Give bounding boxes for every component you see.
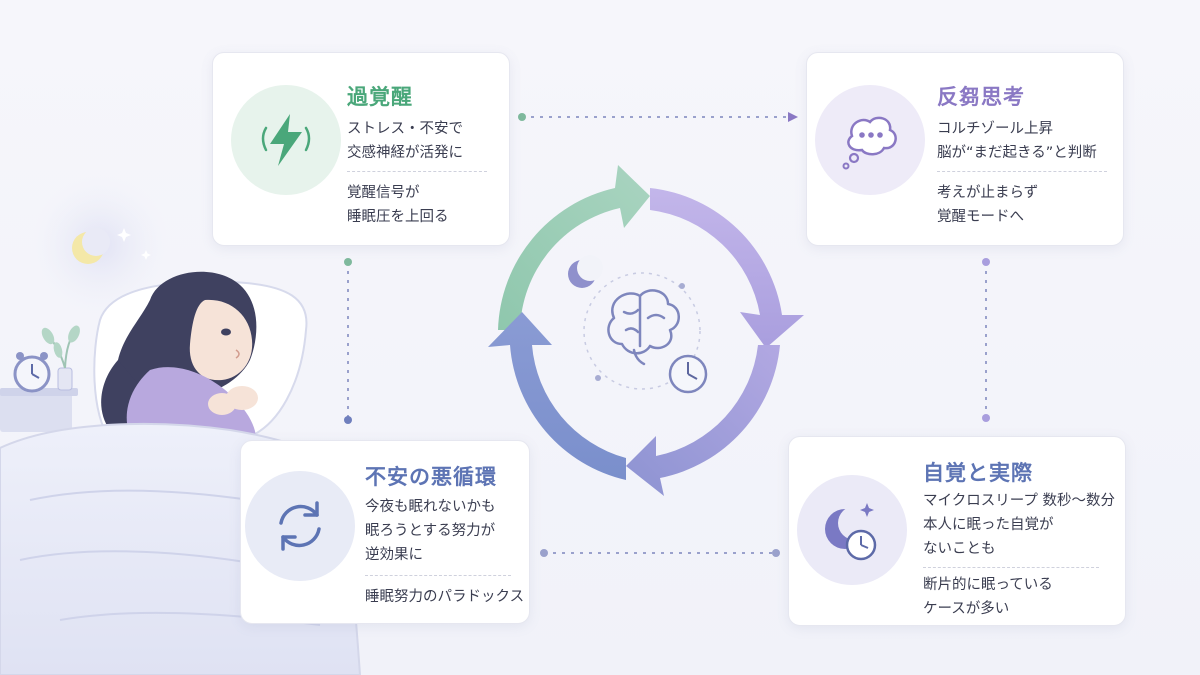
card-divider — [365, 575, 511, 576]
connector-dot — [982, 258, 990, 422]
card-line: 眠ろうとする努力が — [365, 523, 496, 539]
cycle-arrow-lavender — [626, 345, 780, 496]
cycle-arrow-green — [498, 165, 650, 330]
card-title: 自覚と実際 — [923, 461, 1033, 485]
lightning-bolt-icon — [231, 85, 341, 195]
brain-icon — [607, 289, 680, 366]
thought-bubble-icon — [815, 85, 925, 195]
card-note: 覚醒信号が 睡眠圧を上回る — [347, 181, 449, 229]
card-line: 覚醒信号が — [347, 185, 420, 201]
card-description: マイクロスリープ 数秒〜数分 本人に眠った自覚が ないことも — [923, 489, 1115, 561]
card-line: 睡眠努力のパラドックス — [365, 589, 525, 605]
card-line: 交感神経が活発に — [347, 145, 463, 161]
plant-icon — [41, 325, 80, 391]
card-hyperarousal: 過覚醒 ストレス・不安で 交感神経が活発に 覚醒信号が 睡眠圧を上回る — [212, 52, 510, 246]
card-line: マイクロスリープ 数秒〜数分 — [923, 493, 1115, 509]
card-divider — [923, 567, 1099, 568]
cycle-arrow-blue — [488, 312, 626, 480]
card-line: 覚醒モードへ — [937, 209, 1024, 225]
card-line: 断片的に眠っている — [923, 577, 1053, 593]
card-rumination: 反芻思考 コルチゾール上昇 脳が“まだ起きる”と判断 考えが止まらず 覚醒モード… — [806, 52, 1124, 246]
card-line: ケースが多い — [923, 601, 1010, 617]
connector-dot — [344, 258, 352, 266]
moon-clock-icon — [797, 475, 907, 585]
connector-dot — [540, 549, 780, 557]
card-note: 睡眠努力のパラドックス — [365, 585, 524, 609]
alarm-clock-icon — [13, 352, 51, 393]
card-line: 睡眠圧を上回る — [347, 209, 449, 225]
card-divider — [937, 171, 1107, 172]
card-line: 考えが止まらず — [937, 185, 1039, 201]
card-description: 今夜も眠れないかも 眠ろうとする努力が 逆効果に — [365, 495, 496, 567]
connector-dot — [518, 113, 526, 121]
card-line: ないことも — [923, 541, 996, 557]
card-anxiety-loop: 不安の悪循環 今夜も眠れないかも 眠ろうとする努力が 逆効果に 睡眠努力のパラド… — [240, 440, 530, 624]
card-title: 過覚醒 — [347, 85, 413, 109]
cycle-diagram — [488, 165, 804, 496]
card-line: ストレス・不安で — [347, 121, 463, 137]
connector-arrow — [788, 112, 798, 122]
card-line: コルチゾール上昇 — [937, 121, 1053, 137]
card-note: 断片的に眠っている ケースが多い — [923, 573, 1053, 621]
connector-dot — [344, 416, 352, 424]
card-note: 考えが止まらず 覚醒モードへ — [937, 181, 1038, 229]
card-description: ストレス・不安で 交感神経が活発に — [347, 117, 463, 165]
card-line: 逆効果に — [365, 547, 423, 563]
cycle-arrow-purple — [650, 188, 804, 348]
nightstand — [0, 388, 78, 432]
card-description: コルチゾール上昇 脳が“まだ起きる”と判断 — [937, 117, 1097, 165]
star-icon — [117, 228, 151, 260]
card-line: 今夜も眠れないかも — [365, 499, 496, 515]
clock-icon — [668, 354, 708, 394]
card-divider — [347, 171, 487, 172]
card-title: 不安の悪循環 — [365, 465, 497, 489]
crescent-moon-icon — [568, 255, 603, 288]
cycle-arrows-icon — [245, 471, 355, 581]
crescent-moon-icon — [72, 228, 110, 264]
card-line: 本人に眠った自覚が — [923, 517, 1054, 533]
card-line: 脳が“まだ起きる”と判断 — [937, 145, 1097, 161]
connector-lines — [347, 116, 987, 554]
card-title: 反芻思考 — [937, 85, 1025, 109]
card-perception: 自覚と実際 マイクロスリープ 数秒〜数分 本人に眠った自覚が ないことも 断片的… — [788, 436, 1126, 626]
